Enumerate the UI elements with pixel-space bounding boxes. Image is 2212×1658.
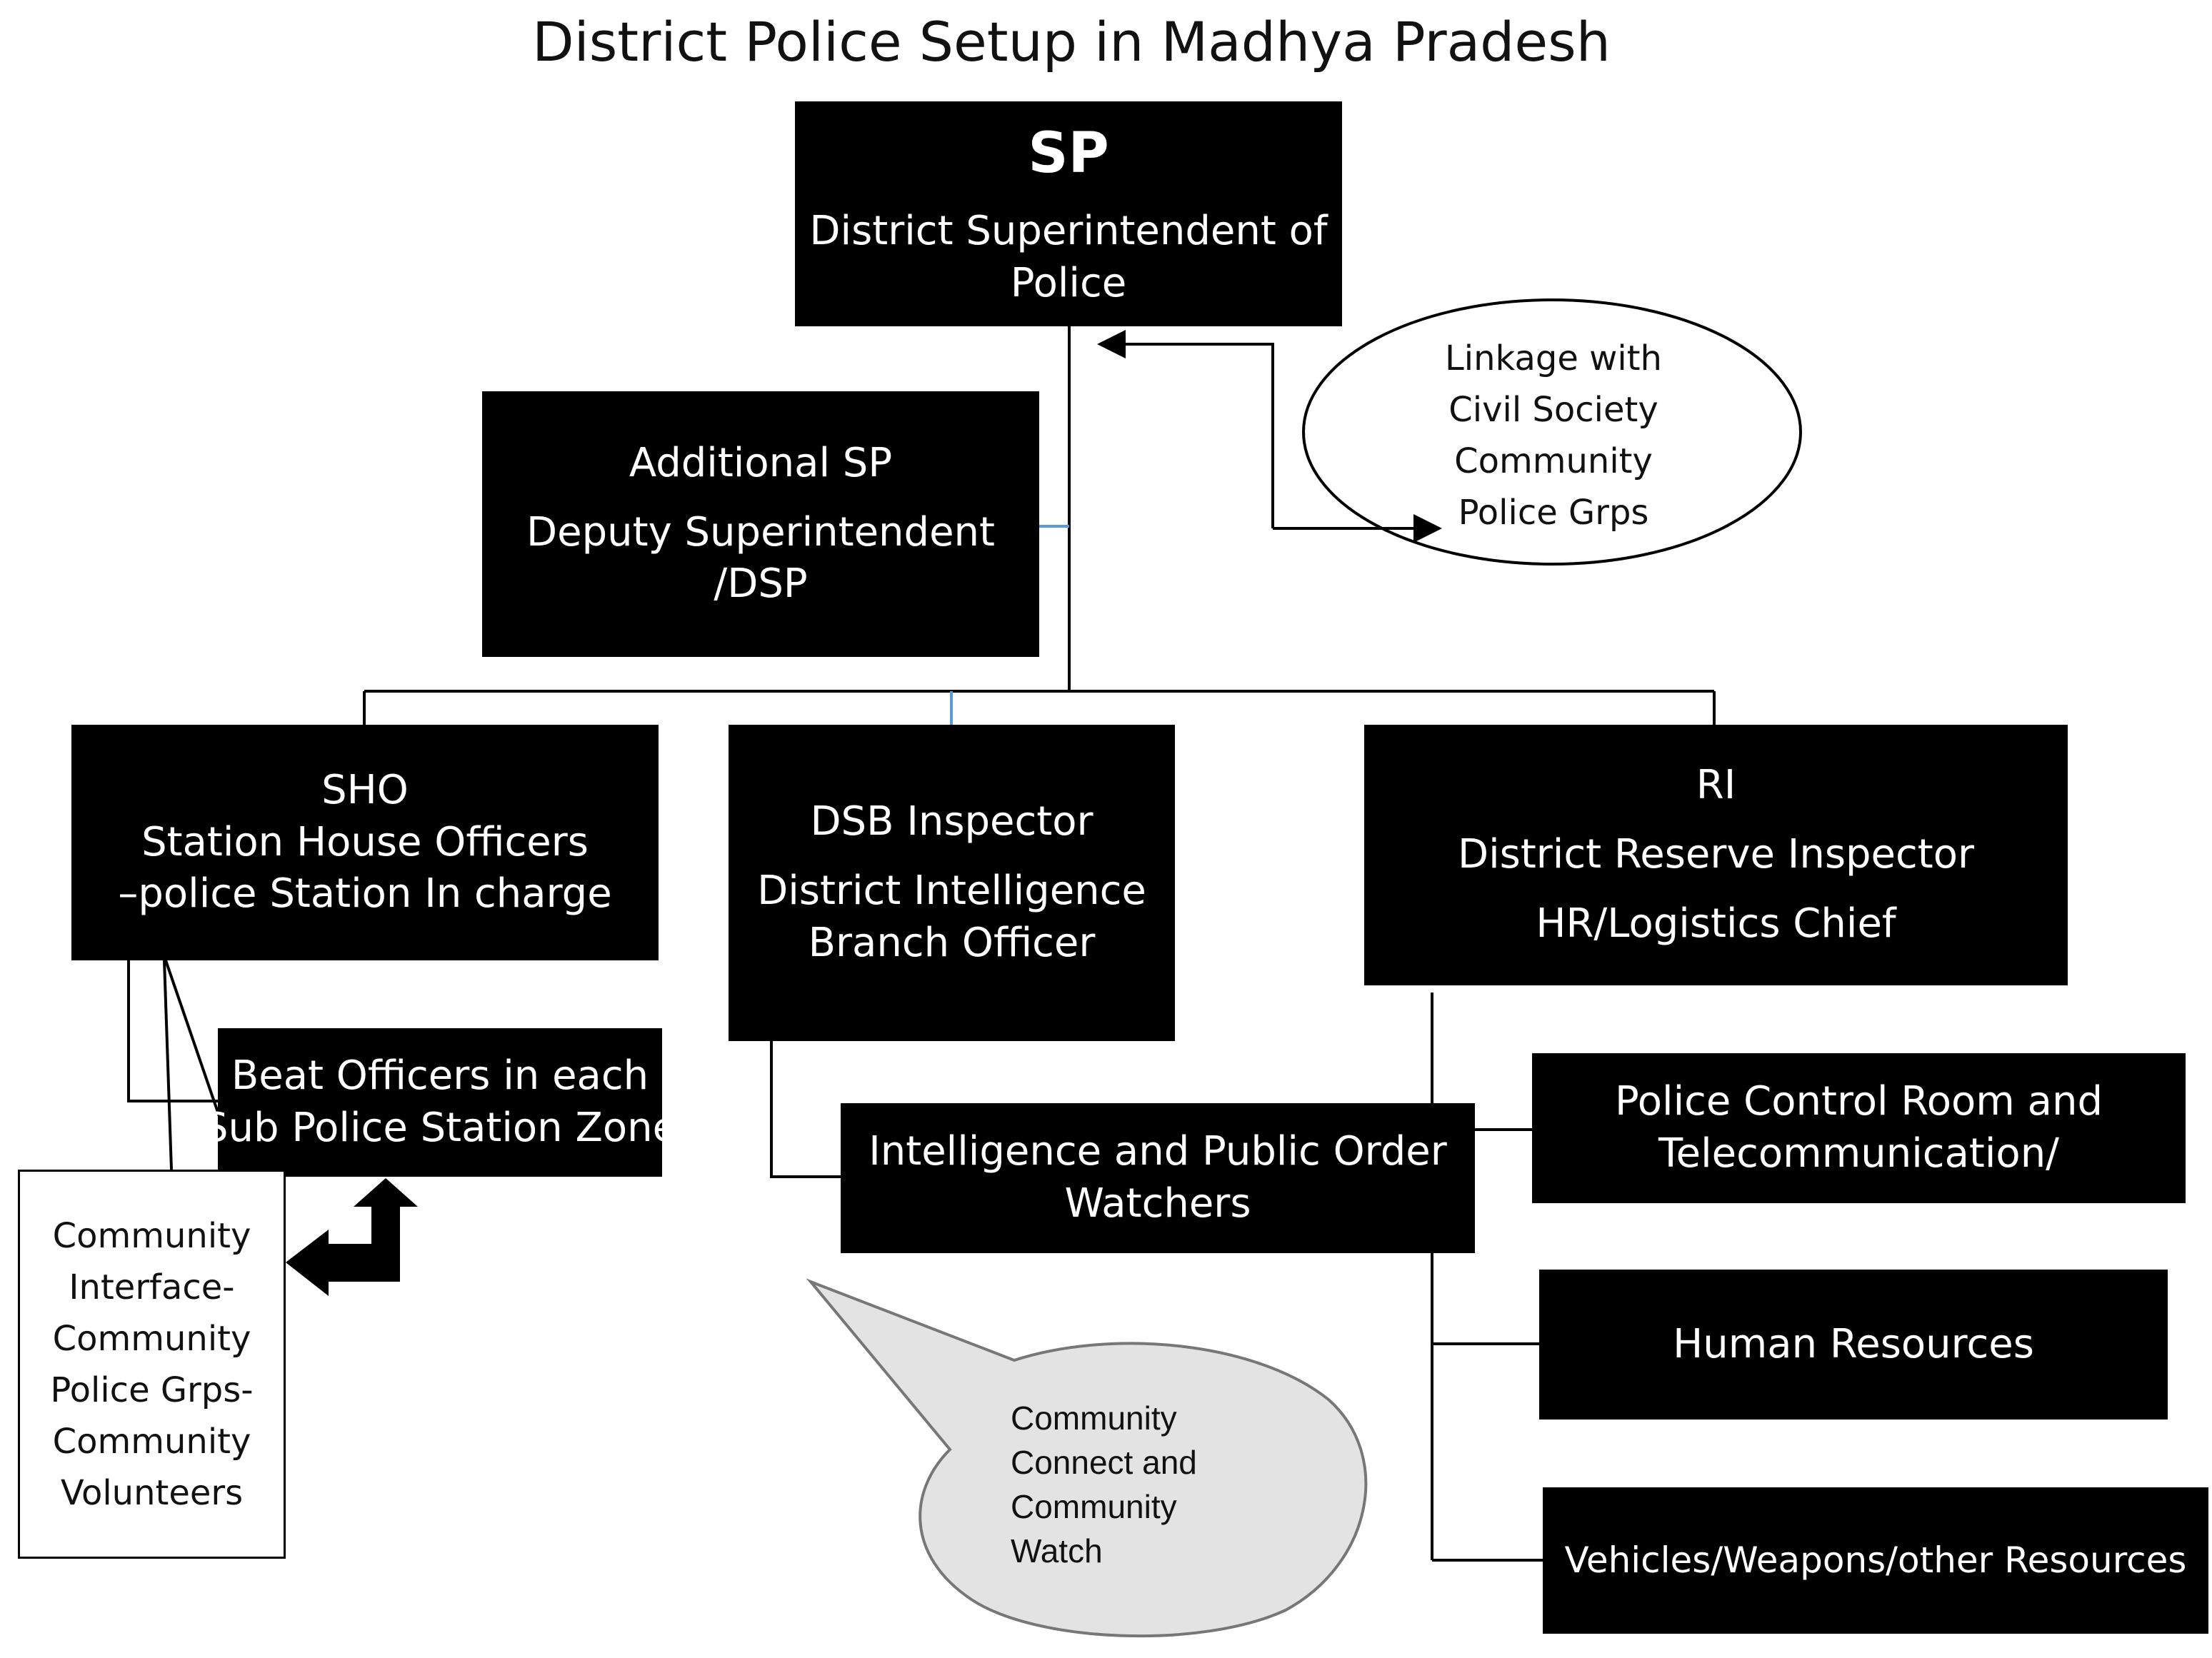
community-watch-line-1: Community — [1011, 1400, 1177, 1437]
linkage-arrow-line — [1097, 330, 1274, 528]
linkage-line-3: Community — [1454, 441, 1653, 481]
community-watch-line-2: Connect and — [1011, 1444, 1197, 1482]
additional-sp-line-1: Additional SP — [629, 439, 893, 486]
dsb-line-1: DSB Inspector — [810, 798, 1094, 845]
community-interface-line-6: Volunteers — [60, 1472, 244, 1513]
additional-sp-line-2: Deputy Superintendent — [526, 508, 995, 556]
beat-community-arrow-shape — [286, 1178, 418, 1296]
sho-community-line — [163, 960, 173, 1170]
community-watch-line-3: Community — [1011, 1488, 1177, 1526]
sp-title-line-2: Police — [1010, 260, 1127, 307]
additional-sp-box: Additional SP Deputy Superintendent /DSP — [482, 391, 1039, 657]
speech-bubble-shape — [806, 1278, 1368, 1638]
sp-box: SP District Superintendent of Police — [795, 101, 1342, 326]
dsb-line-2: District Intelligence — [757, 868, 1146, 915]
ri-box: RI District Reserve Inspector HR/Logisti… — [1364, 725, 2068, 985]
intelligence-line-1: Intelligence and Public Order — [869, 1128, 1447, 1175]
ri-line-2: HR/Logistics Chief — [1536, 900, 1896, 947]
linkage-line-1: Linkage with — [1445, 338, 1662, 378]
beat-line-2: Sub Police Station Zone — [202, 1105, 678, 1151]
vehicles-box: Vehicles/Weapons/other Resources — [1543, 1487, 2208, 1634]
sho-beat-line — [127, 960, 218, 1102]
human-resources-label: Human Resources — [1673, 1320, 2034, 1367]
linkage-oval-text: Linkage with Civil Society Community Pol… — [1393, 332, 1714, 539]
sho-box: SHO Station House Officers –police Stati… — [71, 725, 659, 960]
diagram-title: District Police Setup in Madhya Pradesh — [532, 10, 1611, 74]
sho-abbr: SHO — [321, 766, 409, 813]
linkage-line-2: Civil Society — [1448, 390, 1658, 430]
community-interface-line-1: Community — [52, 1215, 251, 1256]
ri-line-1: District Reserve Inspector — [1457, 831, 1975, 878]
intelligence-line-2: Watchers — [1064, 1180, 1251, 1227]
community-interface-box: Community Interface- Community Police Gr… — [18, 1170, 286, 1559]
sho-line-2: –police Station In charge — [118, 870, 612, 918]
community-interface-line-3: Community — [52, 1318, 251, 1359]
control-room-line-2: Telecommunication/ — [1658, 1130, 2060, 1177]
control-room-line-1: Police Control Room and — [1614, 1078, 2103, 1125]
community-interface-line-2: Interface- — [69, 1267, 235, 1307]
sho-line-1: Station House Officers — [141, 818, 589, 865]
ri-abbr: RI — [1696, 762, 1736, 809]
community-watch-text: Community Connect and Community Watch — [1011, 1396, 1268, 1573]
community-interface-line-5: Community — [52, 1421, 251, 1462]
dsb-line-3: Branch Officer — [808, 919, 1096, 966]
beat-line-1: Beat Officers in each — [231, 1052, 649, 1100]
sp-title-line-1: District Superintendent of — [809, 208, 1328, 255]
beat-officers-box: Beat Officers in each Sub Police Station… — [203, 1028, 677, 1177]
control-room-box: Police Control Room and Telecommunicatio… — [1532, 1053, 2186, 1203]
linkage-ellipse — [1302, 298, 1802, 566]
sp-abbr: SP — [1028, 121, 1109, 186]
dsb-intel-line — [770, 1041, 841, 1178]
intelligence-box: Intelligence and Public Order Watchers — [841, 1103, 1475, 1253]
community-watch-line-4: Watch — [1011, 1532, 1103, 1570]
community-interface-line-4: Police Grps- — [50, 1370, 254, 1410]
human-resources-box: Human Resources — [1539, 1270, 2168, 1420]
dsb-box: DSB Inspector District Intelligence Bran… — [729, 725, 1175, 1041]
vehicles-label: Vehicles/Weapons/other Resources — [1564, 1539, 2187, 1581]
linkage-line-4: Police Grps — [1458, 493, 1649, 533]
additional-sp-line-3: /DSP — [714, 561, 808, 608]
